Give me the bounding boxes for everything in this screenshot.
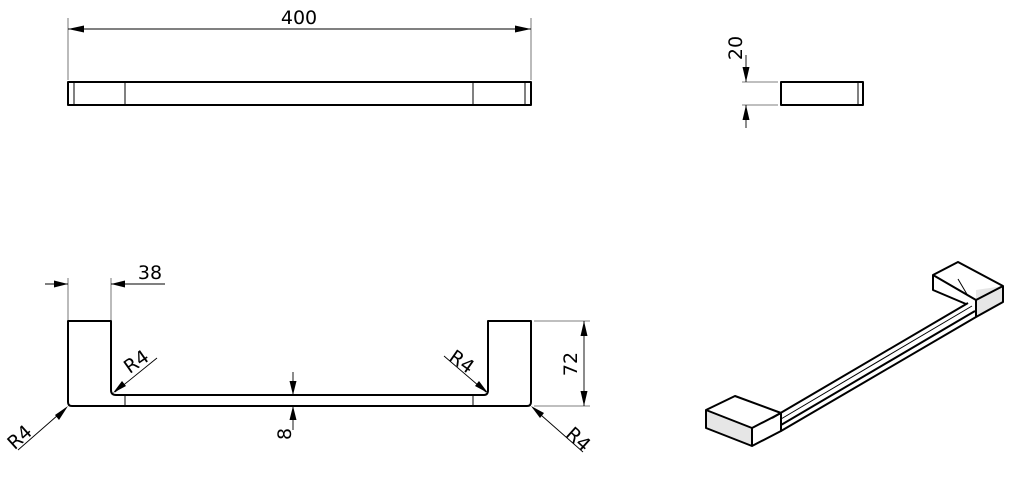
- arrow-right: [54, 280, 68, 288]
- arrow-radius: [113, 381, 126, 393]
- arrow-down: [580, 391, 588, 406]
- height-dimension-label: 72: [560, 352, 582, 376]
- arrow-down: [742, 67, 750, 82]
- iso-bar: [771, 302, 977, 432]
- arrow-up: [742, 105, 750, 120]
- side-view-profile: [780, 81, 864, 106]
- leg-width-dimension-label: 38: [138, 262, 162, 284]
- top-view: 400: [67, 7, 532, 106]
- isometric-view: [705, 261, 1004, 447]
- arrow-radius: [475, 381, 488, 393]
- arrow-down: [289, 381, 297, 395]
- side-view: 20: [725, 36, 864, 128]
- arrow-up: [580, 321, 588, 336]
- radius-outer-left-label: R4: [3, 421, 37, 454]
- arrow-right: [515, 25, 531, 33]
- radius-outer-right-label: R4: [561, 423, 595, 456]
- arrow-radius: [531, 406, 544, 418]
- radius-inner-left-label: R4: [120, 346, 153, 379]
- arrow-up: [289, 406, 297, 420]
- top-view-bar: [67, 81, 532, 106]
- bar-thickness-dimension-label: 8: [274, 428, 296, 440]
- iso-right-post: [932, 261, 1004, 318]
- u-profile: [67, 320, 532, 407]
- arrow-radius: [55, 406, 68, 420]
- front-view: 38 72 8 R4 R4 R4 R4: [3, 262, 595, 456]
- thickness-dimension-label: 20: [725, 36, 747, 60]
- length-dimension-label: 400: [281, 7, 317, 29]
- arrow-left: [111, 280, 125, 288]
- arrow-left: [68, 25, 84, 33]
- radius-inner-right-label: R4: [445, 346, 478, 379]
